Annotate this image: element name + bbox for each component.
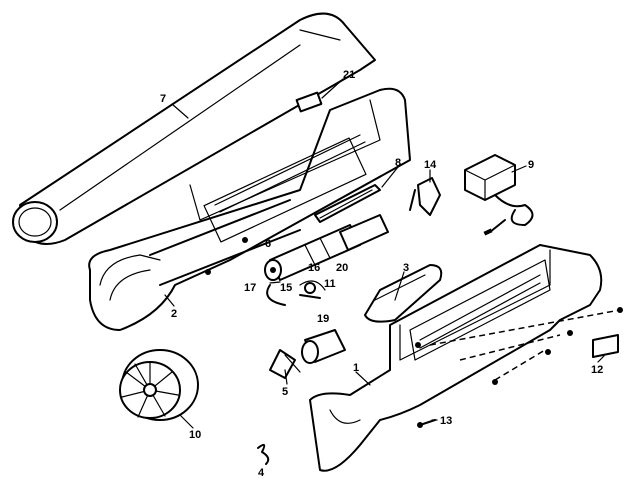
leader-lines: [164, 78, 605, 429]
part-10-impeller: [119, 349, 199, 421]
part-4-spring-clip: [257, 443, 270, 465]
part-8-strip: [314, 184, 381, 223]
callout-2: 2: [171, 308, 177, 320]
part-13-screw: [417, 419, 436, 428]
part-19-impeller-motor: [301, 329, 346, 364]
callout-10: 10: [189, 429, 201, 441]
callout-labels: 7 21 8 14 9 6 16 20 17 15 11 3 2 19 5 1 …: [160, 69, 603, 479]
part-9-charger: [464, 154, 534, 236]
callout-4: 4: [258, 467, 265, 479]
callout-15: 15: [280, 282, 292, 294]
part-6-motor: [264, 214, 389, 281]
part-7-blower-tube: [12, 12, 376, 245]
part-3-baffle: [364, 264, 443, 323]
callout-21: 21: [343, 69, 355, 81]
callout-20: 20: [336, 262, 348, 274]
callout-7: 7: [160, 93, 166, 105]
part-5-fan: [269, 349, 301, 379]
callout-11: 11: [324, 278, 336, 290]
part-12-plate: [592, 334, 619, 358]
callout-3: 3: [403, 262, 409, 274]
part-14-switch: [409, 177, 441, 216]
callout-16: 16: [308, 262, 320, 274]
callout-12: 12: [591, 364, 603, 376]
callout-8: 8: [395, 157, 401, 169]
callout-5: 5: [282, 386, 288, 398]
callout-1: 1: [353, 362, 359, 374]
callout-9: 9: [528, 159, 534, 171]
part-1-housing-right: [309, 244, 623, 472]
part-2-housing-left: [88, 87, 411, 331]
part-clip-assembly: [266, 280, 326, 306]
part-21-tab: [295, 91, 323, 113]
callout-6: 6: [265, 238, 271, 250]
callout-14: 14: [424, 159, 437, 171]
callout-19: 19: [317, 313, 329, 325]
callout-13: 13: [440, 415, 452, 427]
callout-17: 17: [244, 282, 256, 294]
